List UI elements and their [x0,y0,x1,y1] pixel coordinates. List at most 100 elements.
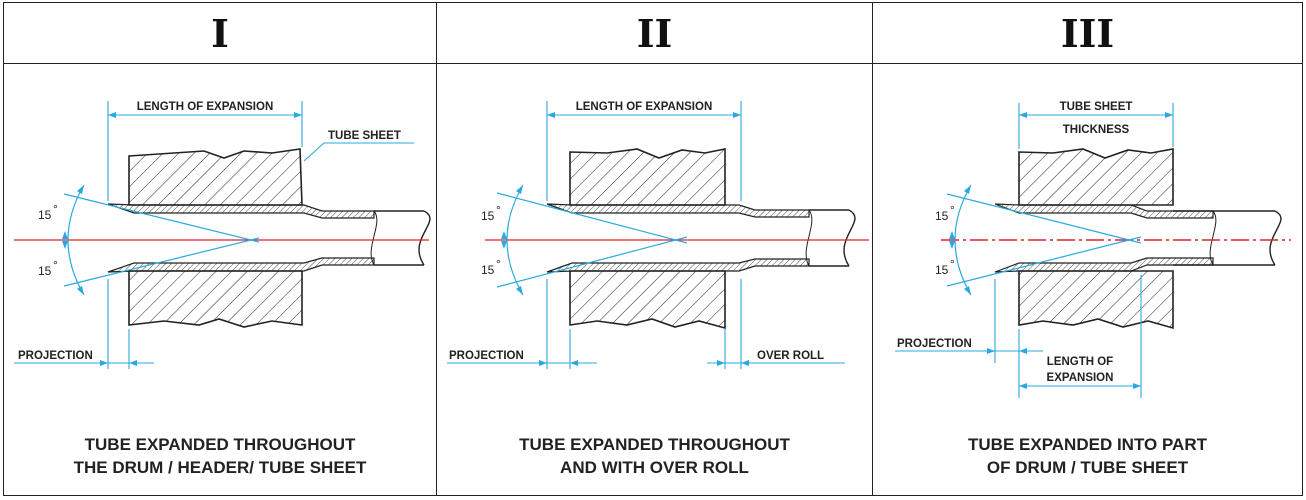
arrowhead [62,231,68,239]
length-of-expansion-label: EXPANSION [1047,372,1114,384]
tube-wall-upper [546,203,810,218]
tube-wall-lower [107,257,375,273]
tube-expansion-drawing: 15 ° 15 ° LENGTH OF EXPANSION [447,101,869,369]
angle-label-bottom: 15 [935,263,949,277]
taper-line-lower [496,236,688,288]
tube-outline [374,210,424,266]
tube-wall-upper [107,203,375,219]
column-numeral: II [636,10,673,56]
arrowhead [570,360,578,366]
tube-break-inner [805,209,813,267]
column-numeral: I [211,10,229,56]
tube-wall-lower [994,257,1214,273]
tube-sheet-upper [128,148,303,206]
arrowhead [949,241,955,249]
degree-symbol: ° [496,257,501,271]
caption-line: OF DRUM / TUBE SHEET [986,458,1189,477]
taper-line-upper [946,193,1142,244]
column-3: III [872,3,1302,495]
degree-symbol: ° [496,203,501,217]
arrowhead [100,360,108,366]
tube-break [843,209,856,267]
column-header: III [873,3,1302,64]
caption-line: TUBE EXPANDED INTO PART [968,435,1207,454]
length-of-expansion-label: LENGTH OF EXPANSION [576,101,713,113]
tube-sheet-thickness-label: TUBE SHEET [1060,101,1133,113]
angle-arc [506,184,524,296]
caption-line: THE DRUM / HEADER/ TUBE SHEET [73,458,367,477]
angle-label-top: 15 [935,209,949,223]
projection-label: PROJECTION [897,338,972,350]
tube-wall-upper [994,203,1214,219]
tube-expansion-drawing: 15 ° 15 ° TUBE SHEET THICKNESS [895,101,1291,398]
column-header: I [4,3,436,64]
angle-arc [954,184,972,296]
caption-line: TUBE EXPANDED THROUGHOUT [84,435,356,454]
arrowhead [129,360,137,366]
arrowhead [1165,112,1173,118]
arrowhead [717,360,725,366]
angle-label-bottom: 15 [481,263,495,277]
tube-sheet-thickness-label: THICKNESS [1063,124,1130,136]
taper-line-lower [63,237,260,287]
degree-symbol: ° [53,258,58,272]
over-roll-label: OVER ROLL [757,350,824,362]
tube-outline [1173,210,1275,266]
arrowhead [741,360,749,366]
angle-label-bottom: 15 [38,264,52,278]
arrowhead [294,112,302,118]
tube-break-inner [1209,210,1217,266]
arrowhead [949,231,955,239]
tube-sheet-upper [1018,148,1174,206]
column-header: II [437,3,872,64]
arrowhead [733,112,741,118]
diagram-panel: 15 ° 15 ° LENGTH OF EXPANSION TUBE SHEET [4,63,436,495]
tube-break-inner [370,210,378,266]
arrowhead [62,241,68,249]
taper-line-upper [63,193,260,243]
column-2: II [436,3,872,495]
arrowhead [501,231,507,239]
arrowhead [77,185,84,194]
column-caption: TUBE EXPANDED THROUGHOUT AND WITH OVER R… [437,433,872,479]
arrowhead [547,112,555,118]
tube-expansion-drawing: 15 ° 15 ° LENGTH OF EXPANSION TUBE SHEET [14,101,431,369]
arrowhead [77,286,84,295]
angle-label-top: 15 [481,209,495,223]
caption-line: TUBE EXPANDED THROUGHOUT [519,435,790,454]
degree-symbol: ° [950,203,955,217]
diagram-panel: 15 ° 15 ° TUBE SHEET THICKNESS [873,63,1302,495]
arrowhead [539,360,547,366]
tube-sheet-label: TUBE SHEET [328,130,401,142]
arrowhead [516,286,523,295]
arrowhead [987,348,995,354]
caption-line: AND WITH OVER ROLL [560,458,749,477]
tube-sheet-lower [569,270,726,330]
projection-label: PROJECTION [18,350,93,362]
degree-symbol: ° [53,202,58,216]
tube-break [1269,210,1282,266]
column-caption: TUBE EXPANDED THROUGHOUT THE DRUM / HEAD… [4,433,436,479]
diagram-panel: 15 ° 15 ° LENGTH OF EXPANSION [437,63,872,495]
arrowhead [964,185,971,194]
taper-line-upper [496,192,688,244]
column-1: I [4,3,436,495]
angle-label-top: 15 [38,208,52,222]
leader-line [303,142,325,162]
length-of-expansion-label: LENGTH OF [1047,356,1113,368]
angle-arc [67,184,85,296]
arrowhead [1133,383,1141,389]
arrowhead [1019,112,1027,118]
tube-sheet-lower [1018,270,1174,330]
arrowhead [108,112,116,118]
length-of-expansion-label: LENGTH OF EXPANSION [137,101,274,113]
arrowhead [501,241,507,249]
taper-line-lower [946,236,1142,287]
arrowhead [1019,348,1027,354]
arrowhead [964,286,971,295]
tube-break [418,210,431,266]
arrowhead [516,185,523,194]
tube-outline [809,209,849,267]
comparison-table: I [3,2,1303,496]
column-caption: TUBE EXPANDED INTO PART OF DRUM / TUBE S… [873,433,1302,479]
